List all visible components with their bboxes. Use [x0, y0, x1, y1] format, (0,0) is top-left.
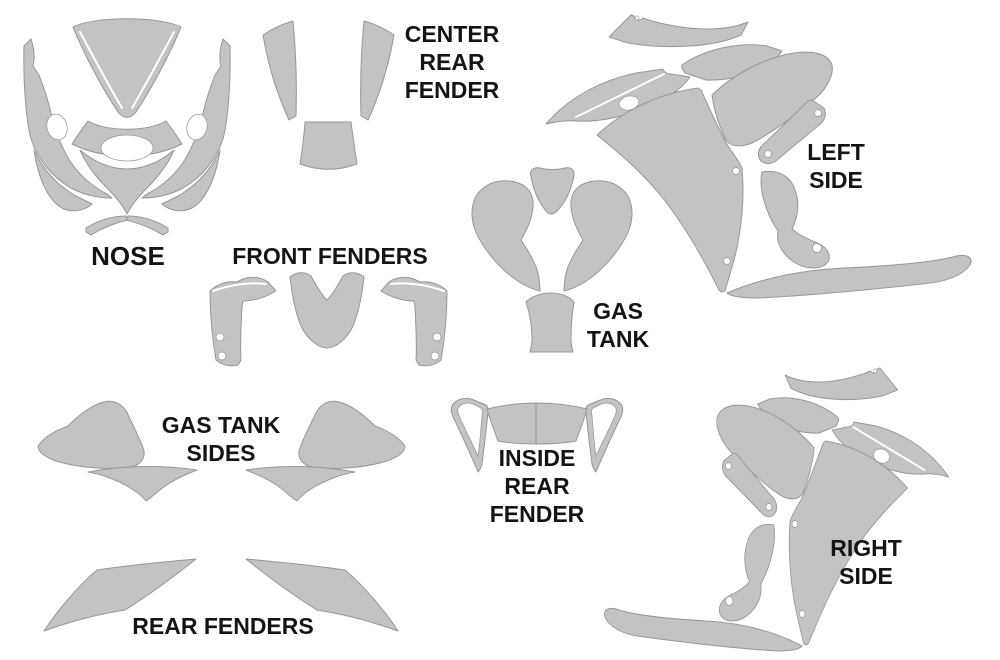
gas-tank-side-sliver-shape	[87, 465, 198, 502]
side-bolt-strip-shape	[757, 99, 826, 165]
nose-windscreen-inner-line-right	[131, 31, 175, 109]
front-fender-bolt-hole	[215, 332, 225, 342]
gas-tank-side-piece	[37, 400, 198, 502]
side-body-bolt-hole	[723, 257, 731, 265]
label-front-fenders: FRONT FENDERS	[232, 243, 428, 269]
gas-tank-group	[471, 167, 633, 353]
side-belly-strip-shape	[726, 254, 972, 299]
irf-horn-cutout	[457, 402, 484, 458]
front-fender-center-shape	[289, 272, 365, 349]
side-tail-strip-shape	[608, 14, 749, 48]
gas-tank-sides-group	[37, 400, 406, 502]
label-center-rear-fender: CENTER REAR FENDER	[404, 21, 500, 103]
side-rear-arm-shape	[760, 170, 830, 269]
label-gas-tank-sides: GAS TANK SIDES	[161, 412, 281, 466]
crf-wing-shape	[262, 20, 297, 121]
center-rear-fender-group	[262, 20, 395, 170]
irf-band-shape	[486, 402, 539, 445]
front-fenders-group	[209, 272, 448, 367]
left-side-group	[545, 14, 972, 299]
label-gas-tank: GAS TANK	[586, 298, 650, 352]
nose-left-half	[23, 38, 129, 236]
gas-tank-cap-shape	[530, 167, 575, 215]
nose-windscreen-shape	[72, 18, 182, 118]
front-fender-side-piece	[209, 276, 277, 367]
crf-bottom-shape	[299, 121, 358, 170]
nose-headlight-cutout	[46, 113, 68, 141]
nose-windscreen-inner-line-left	[79, 31, 123, 109]
label-right-side: RIGHT SIDE	[830, 535, 902, 589]
nose-tip-shape	[79, 149, 175, 215]
gas-tank-neck-shape	[525, 292, 575, 353]
rear-fenders-group	[43, 558, 399, 632]
front-fender-side-shape	[209, 276, 277, 367]
nose-bottom-sliver-shape	[85, 215, 129, 236]
side-main-body-shape	[596, 87, 744, 293]
inside-rear-fender-group	[450, 397, 624, 473]
label-left-side: LEFT SIDE	[807, 139, 865, 193]
nose-group	[23, 18, 231, 236]
inside-rear-fender-half	[450, 397, 539, 473]
side-arm-bolt-hole	[812, 243, 822, 253]
nose-side-rail-shape	[23, 38, 113, 199]
gas-tank-side-shape	[37, 400, 145, 469]
gas-tank-wing-mirror	[563, 180, 633, 292]
label-nose: NOSE	[91, 241, 165, 271]
side-strip-bolt-hole	[764, 150, 772, 158]
side-wing-fold-line	[575, 73, 665, 118]
side-tail-bolt-hole	[634, 15, 640, 21]
label-rear-fenders: REAR FENDERS	[132, 613, 314, 639]
side-strip-bolt-hole	[814, 109, 822, 117]
front-fender-bolt-hole	[217, 351, 227, 361]
side-body-bolt-hole	[732, 167, 740, 175]
front-fender-fold-line	[212, 282, 267, 292]
nose-center-cutout	[100, 134, 154, 162]
front-fender-side-mirror	[380, 276, 448, 367]
right-side-group-mirror	[603, 367, 950, 652]
label-inside-rear-fender: INSIDE REAR FENDER	[489, 445, 585, 527]
side-mid-panel-shape	[711, 51, 833, 147]
rear-fender-blade-shape	[43, 558, 197, 632]
crf-wing-mirror	[360, 20, 395, 121]
gas-tank-wing-shape	[471, 180, 541, 292]
nose-lower-cheek-shape	[33, 149, 93, 212]
